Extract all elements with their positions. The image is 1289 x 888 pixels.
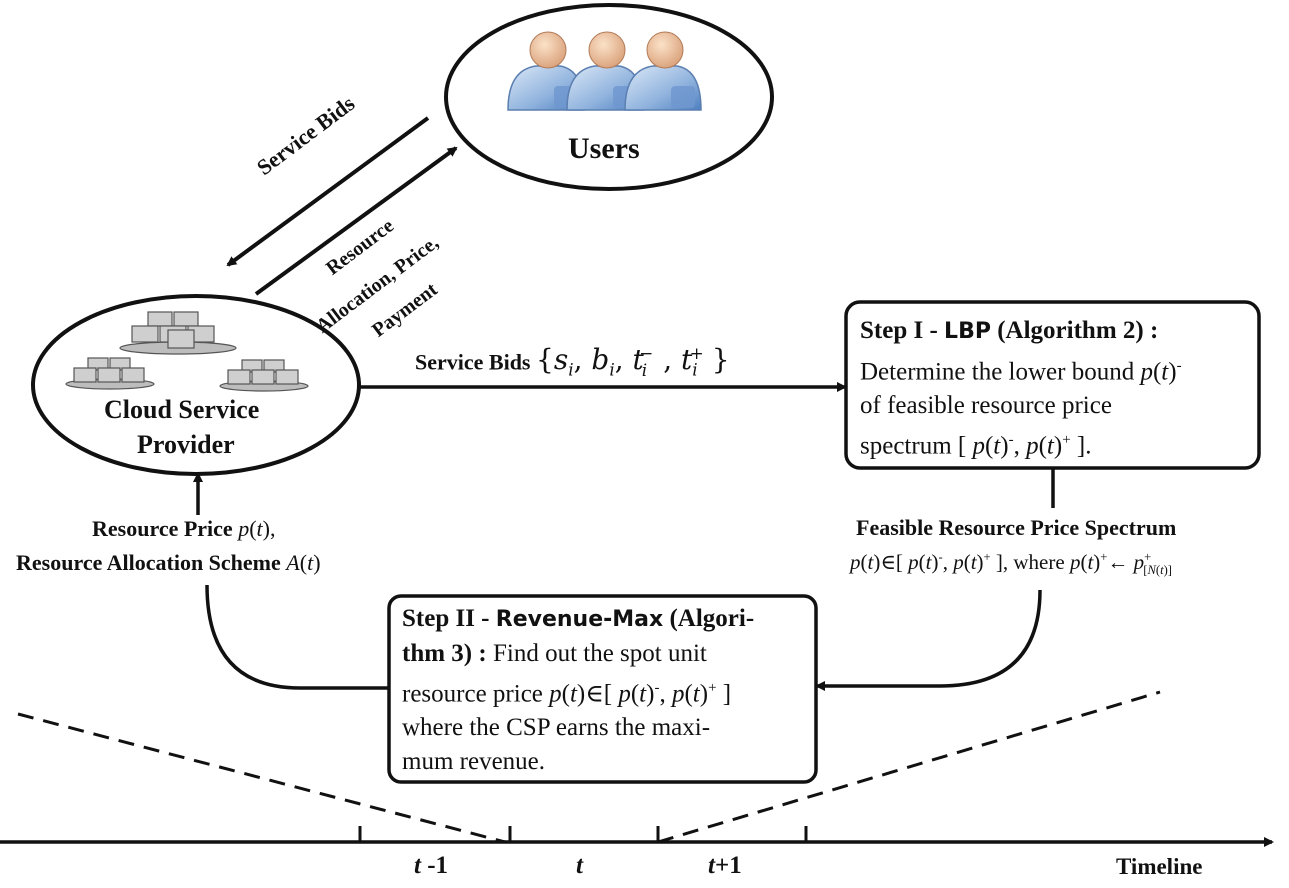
server-cluster-icon <box>65 311 309 392</box>
step2-title: Step II - Revenue-Max (Algori- <box>402 605 755 632</box>
users-label: Users <box>568 132 640 165</box>
provider-label-line1: Cloud Service <box>104 395 260 424</box>
bids-set: {si, bi, ti−, ti+} <box>536 343 730 380</box>
service-bids-main-label: Service Bids {si, bi, ti−, ti+} <box>415 343 730 380</box>
service-bids-text: Service Bids <box>415 349 531 375</box>
step2-line3: resource price p(t)∈[ p(t)-, p(t)+ ] <box>402 680 732 708</box>
provider-label-line2: Provider <box>137 430 235 459</box>
timeline-label: Timeline <box>1116 854 1203 879</box>
spectrum-title: Feasible Resource Price Spectrum <box>854 515 1179 541</box>
step2-line5: mum revenue. <box>402 748 546 776</box>
users-icon <box>507 31 702 111</box>
step2-to-feedback-curve <box>205 584 389 690</box>
dashed-line-right <box>657 690 1161 844</box>
step1-line3: spectrum [ p(t)-, p(t)+ ]. <box>860 432 1092 460</box>
feedback-line2: Resource Allocation Scheme A(t) <box>16 550 321 576</box>
tick-label-t-minus-1: t -1 <box>414 852 449 879</box>
tick-label-t: t <box>576 852 583 879</box>
spectrum-to-step2-curve <box>815 589 1042 691</box>
spectrum-formula: p(t)∈[ p(t)-, p(t)+ ], where p(t)+← p+[N… <box>850 550 1172 578</box>
dashed-line-left <box>17 712 506 844</box>
step2-text: Step II - Revenue-Max (Algori- thm 3) : … <box>402 602 812 779</box>
step1-text: Step I - LBP (Algorithm 2) : Determine t… <box>860 314 1255 464</box>
step1-line1: Determine the lower bound p(t)- <box>860 358 1182 386</box>
step1-title: Step I - LBP (Algorithm 2) : <box>860 317 1159 344</box>
feedback-line1: Resource Price p(t), <box>92 516 276 542</box>
step2-line2: thm 3) : Find out the spot unit <box>402 640 707 667</box>
step2-line4: where the CSP earns the maxi- <box>402 714 711 742</box>
service-bids-arrow <box>226 116 430 267</box>
allocation-arrow <box>254 146 458 296</box>
tick-label-t-plus-1: t+1 <box>708 852 742 879</box>
step1-line2: of feasible resource price <box>860 392 1112 420</box>
